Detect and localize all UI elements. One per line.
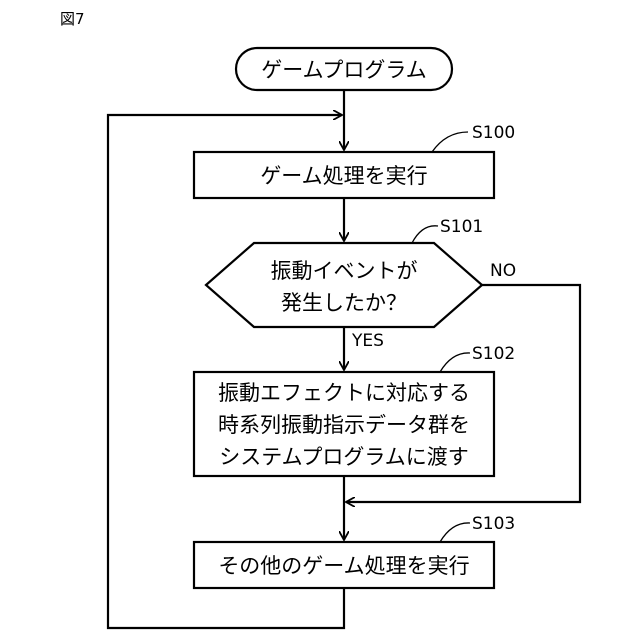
step-id-s103: S103 [472,514,515,534]
step-id-s100: S100 [472,123,515,143]
start-terminal-label: ゲームプログラム [261,58,426,82]
yes-branch-label: YES [351,331,384,351]
step-label-leader-s101 [412,226,438,243]
step-id-s101: S101 [440,217,483,237]
step-label-leader-s102 [440,353,470,372]
no-branch-label: NO [490,261,516,281]
process-s102-line1: 振動エフェクトに対応する [218,381,470,405]
process-s100-text: ゲーム処理を実行 [260,164,427,188]
figure-title: 図7 [60,10,85,28]
decision-s101-line1: 振動イベントが [271,259,418,283]
step-label-leader-s100 [432,132,468,152]
process-s102-line2: 時系列振動指示データ群を [218,413,470,437]
decision-s101-line2: 発生したか？ [281,291,407,315]
step-id-s102: S102 [472,344,515,364]
process-s102-line3: システムプログラムに渡す [219,445,468,469]
step-label-leader-s103 [440,523,470,542]
process-s103-text: その他のゲーム処理を実行 [218,554,469,578]
